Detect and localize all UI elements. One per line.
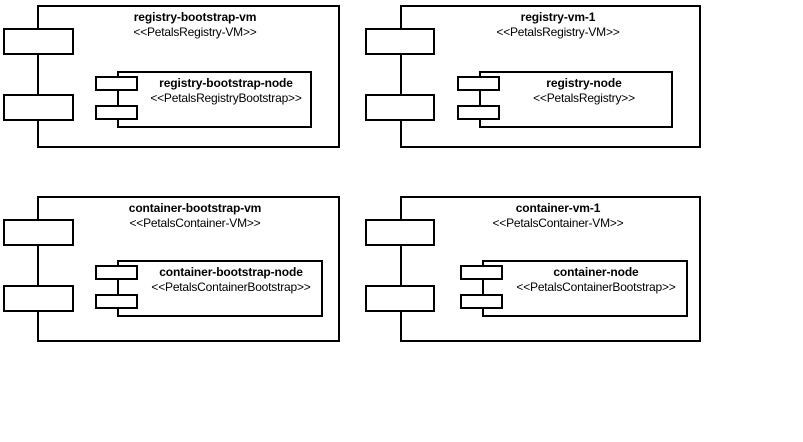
component-stereotype-registry-bootstrap-node: <<PetalsRegistryBootstrap>> xyxy=(150,91,302,105)
component-stereotype-registry-vm-1: <<PetalsRegistry-VM>> xyxy=(496,25,620,39)
component-tab-lower-registry-node xyxy=(457,105,500,120)
component-stereotype-container-bootstrap-node: <<PetalsContainerBootstrap>> xyxy=(151,280,311,294)
component-stereotype-container-node: <<PetalsContainerBootstrap>> xyxy=(516,280,676,294)
component-name-registry-bootstrap-node: registry-bootstrap-node xyxy=(159,76,293,90)
component-label-container-vm-1: container-vm-1 <<PetalsContainer-VM>> xyxy=(425,201,691,231)
component-tab-upper-registry-bootstrap-vm xyxy=(3,28,74,55)
component-name-registry-node: registry-node xyxy=(546,76,622,90)
component-label-registry-node: registry-node <<PetalsRegistry>> xyxy=(498,76,670,106)
component-label-container-bootstrap-vm: container-bootstrap-vm <<PetalsContainer… xyxy=(60,201,330,231)
component-stereotype-container-vm-1: <<PetalsContainer-VM>> xyxy=(492,216,624,230)
component-name-container-bootstrap-vm: container-bootstrap-vm xyxy=(128,201,262,215)
component-label-container-node: container-node <<PetalsContainerBootstra… xyxy=(501,265,691,295)
component-name-container-bootstrap-node: container-bootstrap-node xyxy=(159,265,303,279)
component-tab-upper-registry-node xyxy=(457,76,500,91)
component-stereotype-container-bootstrap-vm: <<PetalsContainer-VM>> xyxy=(129,216,261,230)
component-tab-lower-container-bootstrap-vm xyxy=(3,285,74,312)
component-label-registry-bootstrap-vm: registry-bootstrap-vm <<PetalsRegistry-V… xyxy=(60,10,330,40)
component-label-registry-bootstrap-node: registry-bootstrap-node <<PetalsRegistry… xyxy=(136,76,316,106)
component-container-node[interactable] xyxy=(482,260,688,317)
component-tab-lower-container-node xyxy=(460,294,503,309)
component-tab-lower-registry-bootstrap-node xyxy=(95,105,138,120)
component-registry-node[interactable] xyxy=(479,71,673,128)
component-stereotype-registry-node: <<PetalsRegistry>> xyxy=(533,91,635,105)
component-tab-upper-registry-vm-1 xyxy=(365,28,435,55)
component-name-container-node: container-node xyxy=(553,265,639,279)
component-tab-upper-container-bootstrap-node xyxy=(95,265,138,280)
component-tab-lower-container-bootstrap-node xyxy=(95,294,138,309)
component-name-registry-vm-1: registry-vm-1 xyxy=(520,10,596,24)
component-tab-upper-registry-bootstrap-node xyxy=(95,76,138,91)
component-tab-upper-container-node xyxy=(460,265,503,280)
component-tab-lower-registry-bootstrap-vm xyxy=(3,94,74,121)
component-name-container-vm-1: container-vm-1 xyxy=(515,201,601,215)
component-label-container-bootstrap-node: container-bootstrap-node <<PetalsContain… xyxy=(136,265,326,295)
component-label-registry-vm-1: registry-vm-1 <<PetalsRegistry-VM>> xyxy=(425,10,691,40)
component-stereotype-registry-bootstrap-vm: <<PetalsRegistry-VM>> xyxy=(133,25,257,39)
component-tab-lower-container-vm-1 xyxy=(365,285,435,312)
component-container-bootstrap-node[interactable] xyxy=(117,260,323,317)
component-registry-bootstrap-node[interactable] xyxy=(117,71,312,128)
component-tab-upper-container-vm-1 xyxy=(365,219,435,246)
component-name-registry-bootstrap-vm: registry-bootstrap-vm xyxy=(133,10,257,24)
component-tab-upper-container-bootstrap-vm xyxy=(3,219,74,246)
component-tab-lower-registry-vm-1 xyxy=(365,94,435,121)
